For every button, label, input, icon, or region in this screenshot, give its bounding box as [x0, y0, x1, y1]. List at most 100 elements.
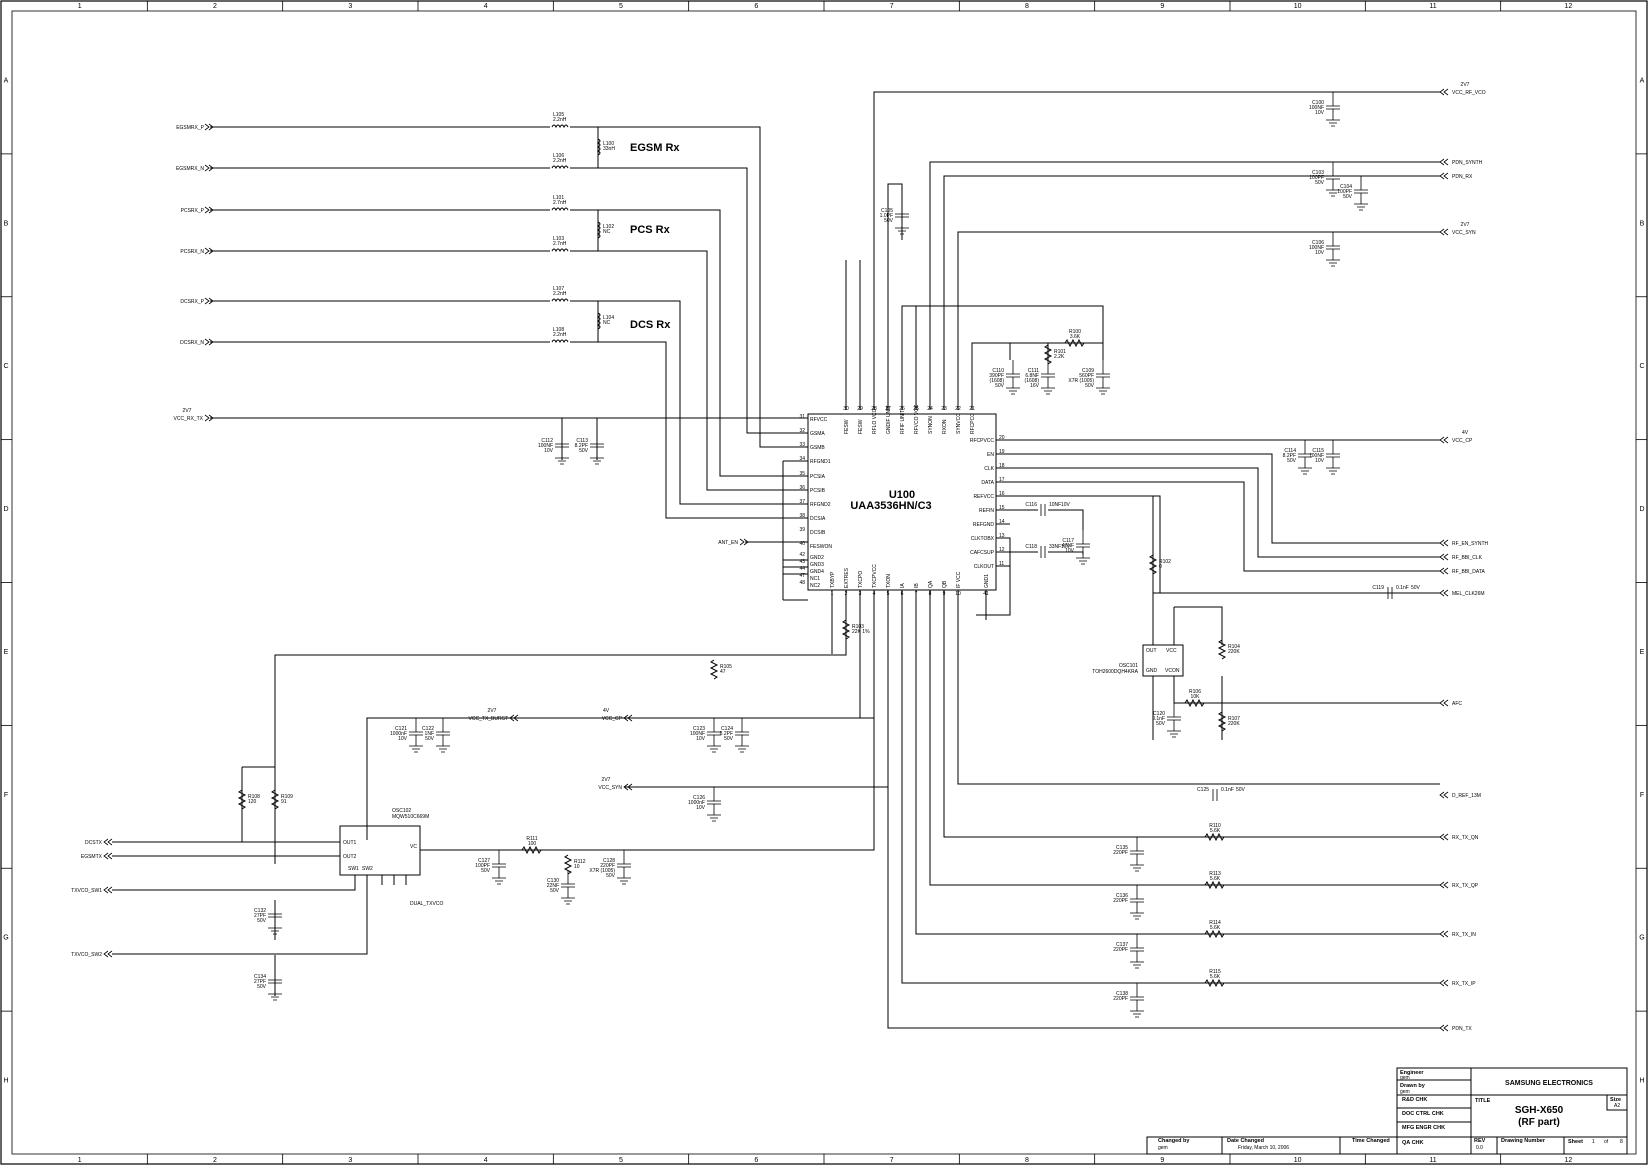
- ic-pin-name: CLKOUT: [974, 564, 994, 570]
- inductor-ref: L106: [553, 153, 564, 159]
- capacitor-ref: C121: [395, 726, 407, 732]
- capacitors: C100100NF10VC103100PF50VC104100PF50VC106…: [254, 92, 1421, 1018]
- ic-pin-name: TXON: [886, 574, 892, 588]
- capacitor-ref: C112: [541, 438, 553, 444]
- zone-row-left: F: [4, 792, 8, 799]
- zone-col-top: 10: [1294, 3, 1302, 10]
- capacitor-value2: 50V: [884, 218, 894, 224]
- tb-company: SAMSUNG ELECTRONICS: [1505, 1080, 1593, 1087]
- resistor-ref: R101: [1054, 349, 1066, 355]
- ic-u100-body: [807, 413, 997, 591]
- tb-time-label: Time Changed: [1352, 1138, 1390, 1144]
- left-port-label: TXVCO_SW1: [71, 888, 102, 894]
- ic-pin-name: GSMA: [810, 431, 825, 437]
- osc102-label: DUAL_TXVCO: [410, 901, 443, 907]
- capacitor-value: 1.0PF: [880, 213, 893, 219]
- resistor-value: 220K: [1228, 721, 1240, 727]
- ic-pin-name: GNDIF UNIT: [886, 405, 892, 434]
- zone-col-top: 7: [890, 3, 894, 10]
- osc101-pin-gnd: GND: [1146, 668, 1158, 674]
- tb-title1: SGH-X650: [1515, 1105, 1564, 1116]
- left-port-label: VCC_CP: [602, 716, 623, 722]
- ic-pin-name: IA: [900, 583, 906, 588]
- zone-col-bottom: 5: [619, 1157, 623, 1164]
- capacitor-ref: C118: [1025, 544, 1037, 550]
- capacitor-value2: 10V: [544, 448, 554, 454]
- tb-drawn: gem: [1400, 1089, 1410, 1095]
- capacitor-value: 220PF: [1113, 947, 1128, 953]
- ic-pin-num: 47: [799, 573, 805, 579]
- ic-pin-num: 8: [929, 591, 932, 597]
- capacitor-ref: C123: [693, 726, 705, 732]
- ic-pin-name: GND4: [810, 569, 824, 575]
- zone-row-left: G: [3, 935, 8, 942]
- right-port-label: RX_TX_IN: [1452, 932, 1476, 938]
- osc102-ref: OSC102: [392, 808, 411, 814]
- ic-pin-name: PCSIA: [810, 474, 826, 480]
- rx-port-label: DCSRX_P: [180, 299, 204, 305]
- resistor-value: 2.2K: [1054, 354, 1065, 360]
- left-port-rail: 4V: [603, 708, 610, 714]
- inductor-ref: L103: [553, 236, 564, 242]
- tb-drawn-label: Drawn by: [1400, 1083, 1426, 1089]
- tb-sheet: 1: [1592, 1139, 1595, 1145]
- capacitor-value2: 10V: [1315, 110, 1325, 116]
- ic-pin-name: RFCPCC: [970, 413, 976, 434]
- zone-col-bottom: 7: [890, 1157, 894, 1164]
- capacitor-value: 100NF: [1309, 245, 1324, 251]
- osc102-part: MQW510C669M: [392, 814, 429, 820]
- capacitor-value2: 10V: [696, 736, 706, 742]
- ic-pin-num: 17: [999, 477, 1005, 483]
- ic-pin-name: TXCPO: [858, 571, 864, 588]
- capacitor-value: 390PF: [989, 373, 1004, 379]
- capacitor-value2: X7R (1005): [589, 868, 615, 874]
- capacitor-value2: 50V: [1156, 721, 1166, 727]
- right-port-label: AFC: [1452, 701, 1462, 707]
- ic-pin-num: 35: [799, 471, 805, 477]
- ic-pin-name: SYNVCC: [956, 413, 962, 434]
- right-port-label: RX_TX_QP: [1452, 883, 1479, 889]
- rx-port-label: PCSRX_N: [180, 249, 204, 255]
- capacitor-value2: 50V: [1343, 194, 1353, 200]
- osc101-pin-vcon: VCON: [1165, 668, 1180, 674]
- zone-col-bottom: 9: [1160, 1157, 1164, 1164]
- resistor-ref: R100: [1069, 329, 1081, 335]
- capacitor-value2: 10V: [1315, 458, 1325, 464]
- resistor-ref: R113: [1209, 871, 1221, 877]
- tb-engineer: gem: [1400, 1075, 1410, 1081]
- osc102-pin-sw1: SW1: [348, 866, 359, 872]
- capacitor-value3: 50V: [1085, 383, 1095, 389]
- ic-pin-name: FESWON: [810, 544, 832, 550]
- zone-col-top: 4: [484, 3, 488, 10]
- resistor-ref: R111: [526, 836, 537, 842]
- resistor-value: 22K 1%: [852, 629, 870, 635]
- ic-pin-num: 43: [799, 559, 805, 565]
- zone-col-bottom: 12: [1564, 1157, 1572, 1164]
- capacitor-ref: C113: [576, 438, 588, 444]
- ic-pin-name: TXBYP: [830, 571, 836, 588]
- ic-pin-num: 33: [799, 442, 805, 448]
- capacitor-value: 220PF: [600, 863, 615, 869]
- ic-pin-num: 41: [983, 591, 989, 597]
- zone-row-left: C: [3, 363, 8, 370]
- capacitor-value2: (1608): [990, 378, 1005, 384]
- capacitor-value: 100NF: [538, 443, 553, 449]
- zone-col-top: 1: [78, 3, 82, 10]
- capacitor-value: 100NF: [690, 731, 705, 737]
- capacitor-ref: C126: [693, 795, 705, 801]
- right-port-rail: 4V: [1462, 430, 1469, 436]
- zone-row-right: C: [1639, 363, 1644, 370]
- tb-of: 8: [1620, 1139, 1623, 1145]
- zone-row-left: B: [4, 220, 9, 227]
- zone-col-top: 9: [1160, 3, 1164, 10]
